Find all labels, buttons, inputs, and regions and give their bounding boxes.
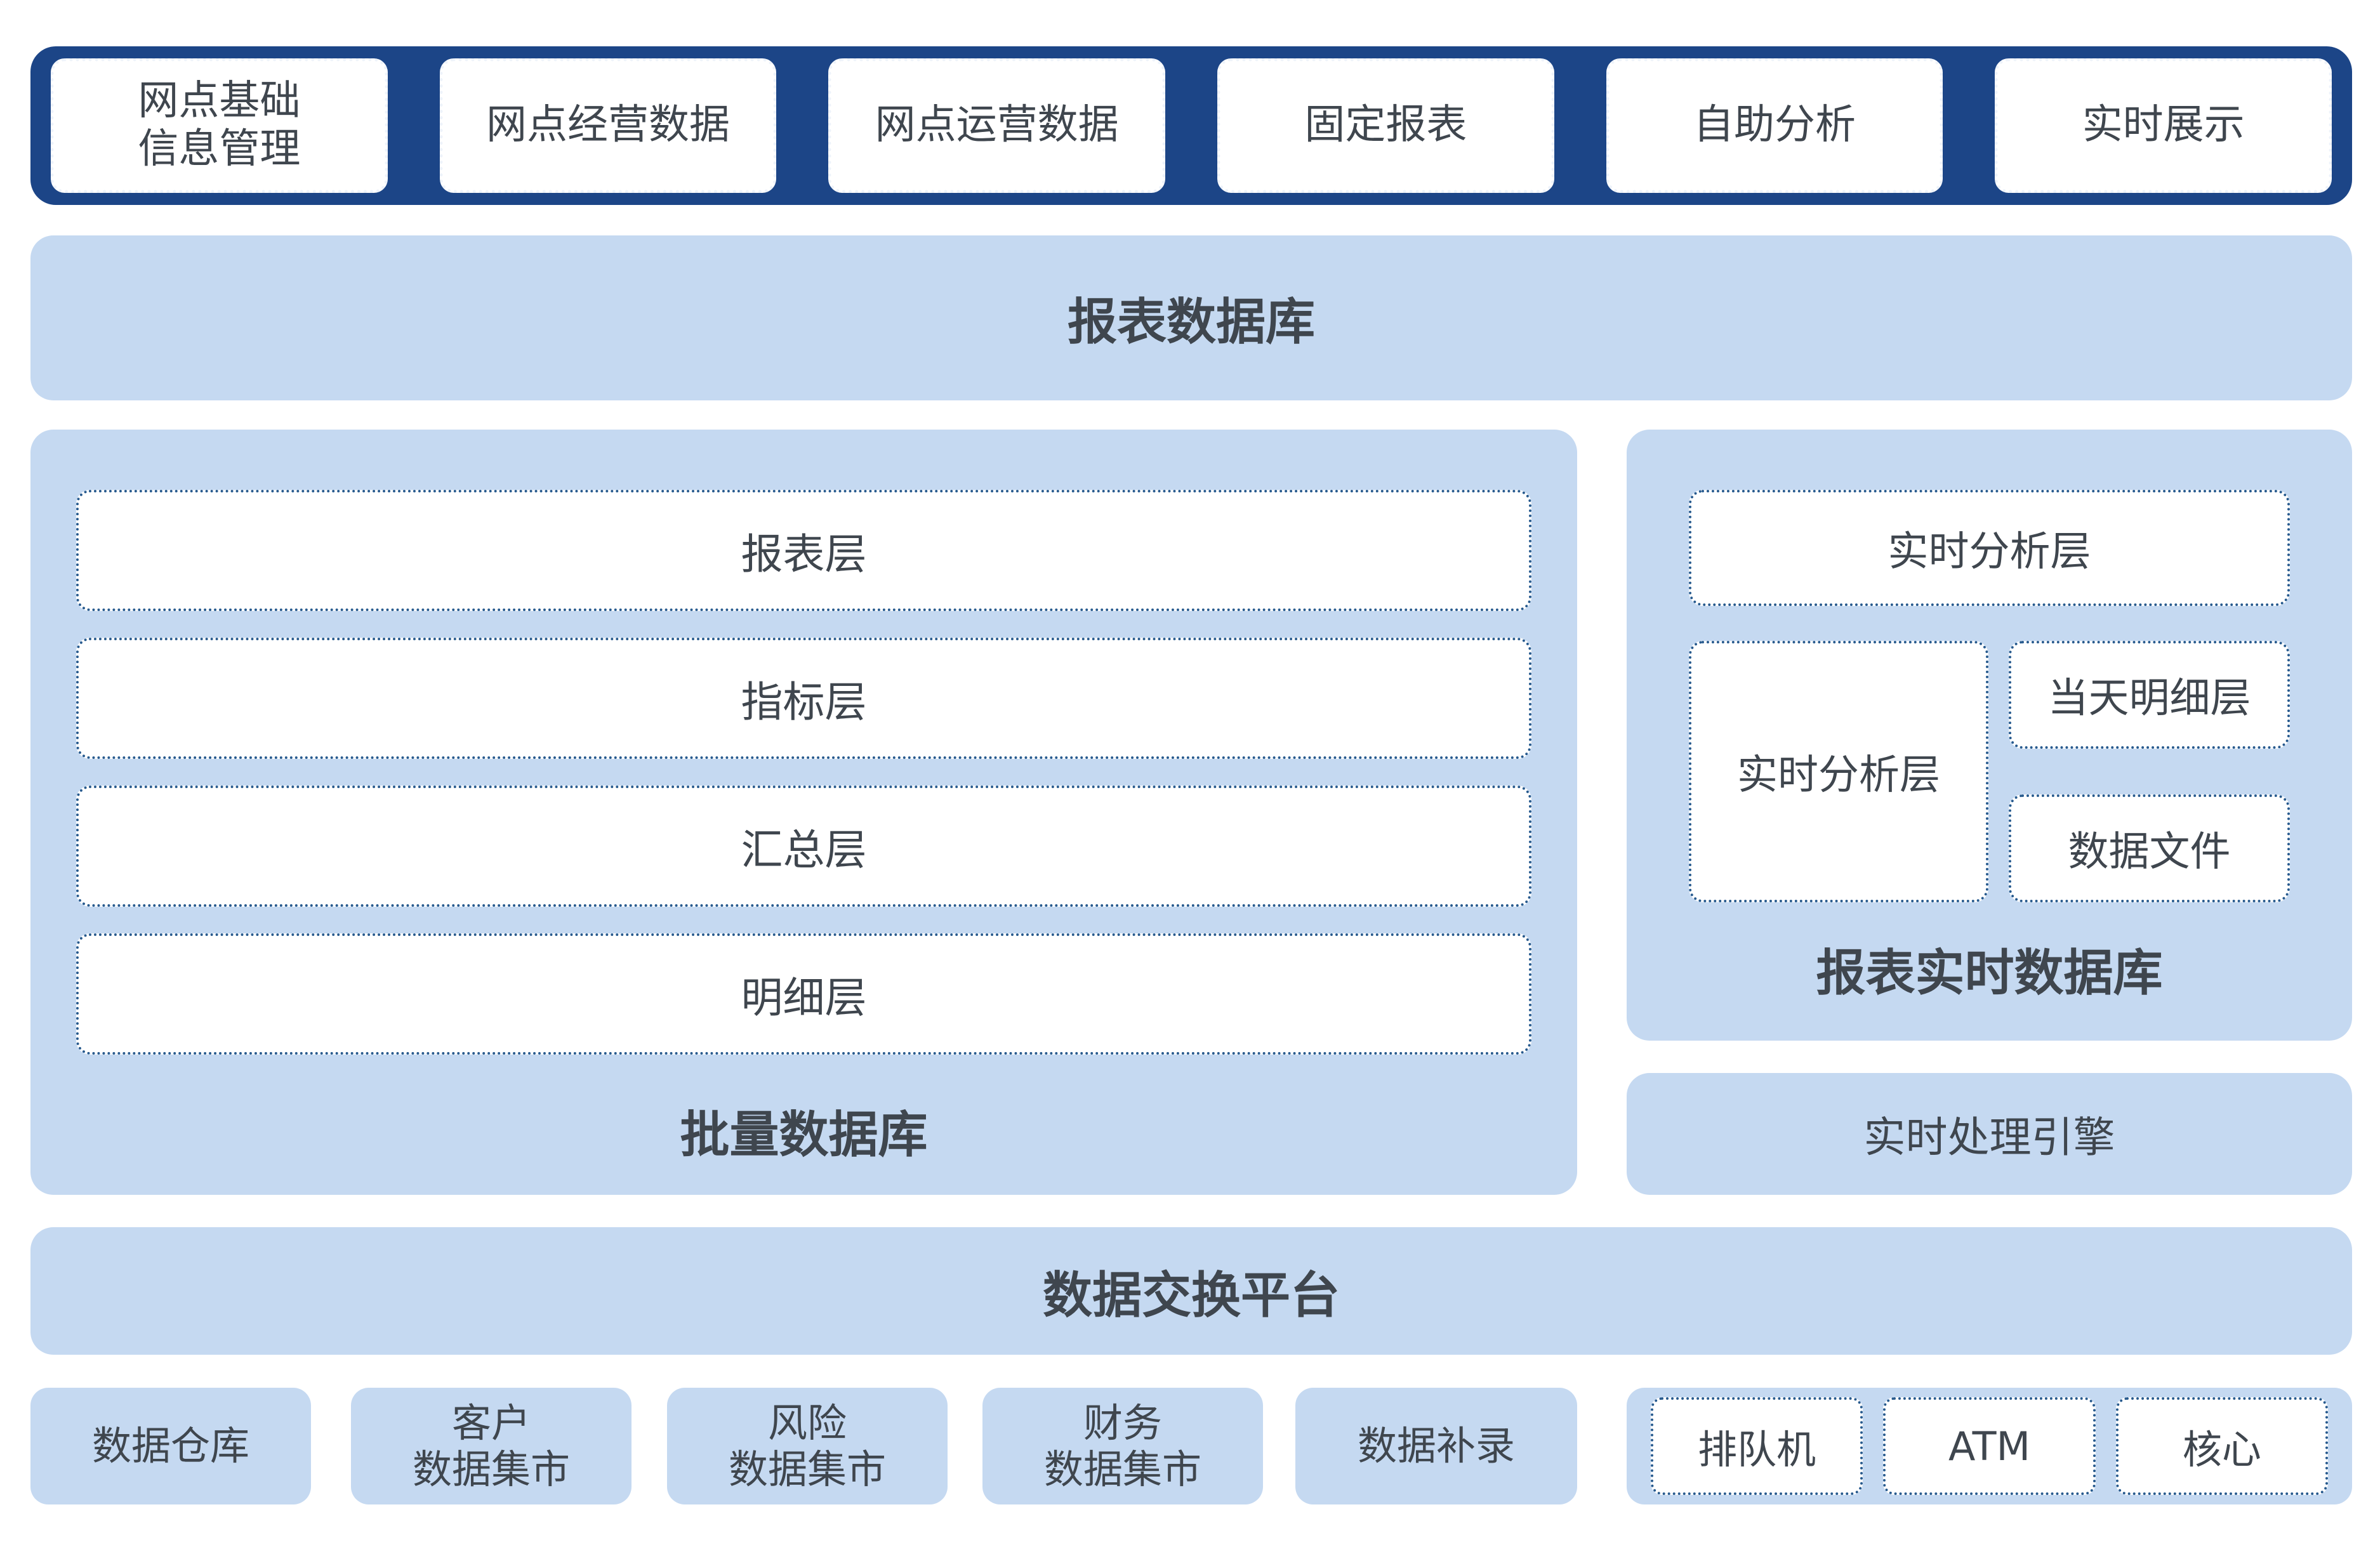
app-node-branch-base-info: 网点基础 信息管理 [51, 58, 388, 193]
source-finance-mart: 财务 数据集市 [982, 1388, 1263, 1504]
data-file-box: 数据文件 [2009, 794, 2290, 902]
source-risk-mart: 风险 数据集市 [667, 1388, 948, 1504]
app-node-branch-business-data: 网点经营数据 [439, 58, 777, 193]
system-queue-machine: 排队机 [1651, 1397, 1863, 1495]
data-exchange-platform-band: 数据交换平台 [30, 1227, 2352, 1355]
source-systems-panel: 排队机 ATM 核心 [1627, 1388, 2352, 1504]
source-customer-mart: 客户 数据集市 [351, 1388, 631, 1504]
batch-database-panel: 报表层 指标层 汇总层 明细层 批量数据库 [30, 430, 1577, 1195]
layer-detail: 明细层 [76, 933, 1531, 1055]
realtime-report-database-label: 报表实时数据库 [1816, 945, 2163, 1002]
system-core: 核心 [2115, 1397, 2328, 1495]
app-node-self-service-analysis: 自助分析 [1606, 58, 1943, 193]
application-layer-bar: 网点基础 信息管理 网点经营数据 网点运营数据 固定报表 自助分析 实时展示 [30, 46, 2352, 205]
source-data-warehouse: 数据仓库 [30, 1388, 311, 1504]
layer-report: 报表层 [76, 490, 1531, 611]
realtime-report-database-panel: 实时分析层 实时分析层 当天明细层 数据文件 报表实时数据库 [1627, 430, 2352, 1041]
realtime-analysis-layer-left: 实时分析层 [1689, 641, 1988, 902]
app-node-branch-operation-data: 网点运营数据 [828, 58, 1166, 193]
source-data-supplement: 数据补录 [1295, 1388, 1577, 1504]
layer-summary: 汇总层 [76, 786, 1531, 907]
realtime-processing-engine-bar: 实时处理引擎 [1627, 1073, 2352, 1195]
today-detail-layer: 当天明细层 [2009, 641, 2290, 749]
app-node-realtime-display: 实时展示 [1995, 58, 2332, 193]
report-database-band: 报表数据库 [30, 235, 2352, 400]
realtime-analysis-layer-top: 实时分析层 [1689, 490, 2290, 606]
app-node-fixed-reports: 固定报表 [1217, 58, 1554, 193]
system-atm: ATM [1883, 1397, 2096, 1495]
batch-database-label: 批量数据库 [680, 1106, 928, 1164]
layer-indicator: 指标层 [76, 638, 1531, 759]
